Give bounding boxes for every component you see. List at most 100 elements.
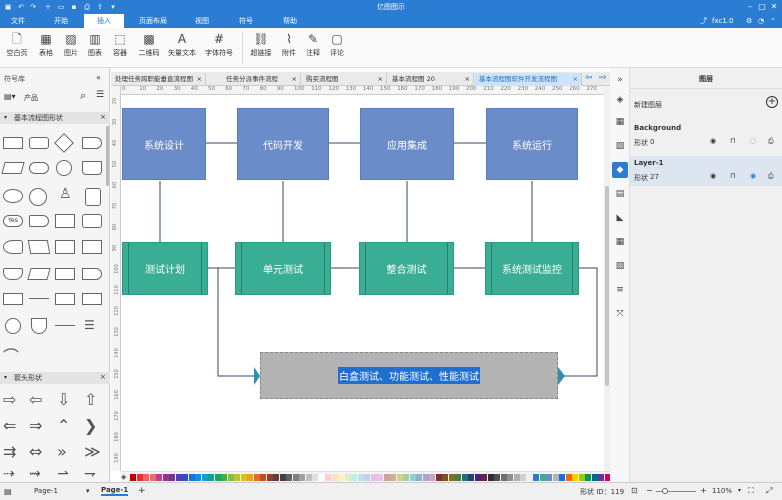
chart-icon[interactable]: ◣ xyxy=(616,213,624,223)
zoom-slider[interactable] xyxy=(656,491,696,492)
node-test-plan[interactable]: 测试计划 xyxy=(122,242,208,295)
color-swatch[interactable] xyxy=(312,474,318,481)
or-shape[interactable] xyxy=(5,318,21,334)
node-system-design[interactable]: 系统设计 xyxy=(122,108,206,180)
arrow-shape-4[interactable]: ⇁ xyxy=(84,466,96,482)
drawing-canvas[interactable]: 系统设计 代码开发 应用集成 系统运行 测试计划 单元测试 整合测试 系统测试监… xyxy=(121,95,600,471)
ellipse-shape[interactable] xyxy=(3,189,23,203)
color-swatch[interactable] xyxy=(585,474,591,481)
close-tab-icon[interactable]: × xyxy=(196,75,202,83)
tab-doc-1[interactable]: 处理任务跨职能垂直流程图× xyxy=(111,73,206,86)
drum-shape[interactable] xyxy=(3,240,23,254)
new-file-icon[interactable]: ＋ xyxy=(44,3,52,11)
rounded-process-shape[interactable] xyxy=(29,137,49,149)
maximize-icon[interactable]: □ xyxy=(758,2,766,11)
table-button[interactable]: ▦表格 xyxy=(34,30,58,66)
node-code-development[interactable]: 代码开发 xyxy=(237,108,329,180)
color-swatch[interactable] xyxy=(565,474,572,481)
scrollbar-thumb[interactable] xyxy=(605,186,609,386)
tape-shape[interactable] xyxy=(3,268,23,280)
color-swatch[interactable] xyxy=(156,474,162,481)
print-icon[interactable]: ⎙ xyxy=(768,137,774,145)
connector-shape[interactable] xyxy=(56,160,72,176)
color-swatch[interactable] xyxy=(227,474,234,481)
library-menu-icon[interactable]: ☰ xyxy=(96,90,105,100)
color-swatch[interactable] xyxy=(247,474,253,481)
page-list-icon[interactable]: ▤ xyxy=(4,487,12,496)
color-swatch[interactable] xyxy=(539,474,546,481)
color-swatch[interactable] xyxy=(455,474,461,481)
image-icon[interactable]: ▨ xyxy=(615,141,625,151)
color-swatch[interactable] xyxy=(286,474,292,481)
color-swatch[interactable] xyxy=(331,474,338,481)
blank-page-button[interactable]: 🗋空白页 xyxy=(4,30,30,66)
color-swatch[interactable] xyxy=(201,474,208,481)
color-swatch[interactable] xyxy=(344,474,351,481)
expand-panel-icon[interactable]: » xyxy=(617,75,623,85)
annotation-shape[interactable]: ☰ xyxy=(84,318,95,332)
qrcode-button[interactable]: ▩二维码 xyxy=(136,30,162,66)
double-arrow-shape[interactable]: ⇔ xyxy=(29,442,43,461)
stored-data-shape[interactable] xyxy=(29,215,49,227)
layers-icon[interactable]: ◆ xyxy=(612,162,628,178)
layer-row-background[interactable]: Background 形状 0 ◉ ⊓ ○ ⎙ xyxy=(630,122,782,152)
color-swatch[interactable] xyxy=(559,474,565,481)
color-swatch[interactable] xyxy=(357,474,364,481)
expand-icon[interactable]: ⤢ xyxy=(766,486,773,495)
table-icon[interactable]: ▦ xyxy=(615,237,625,247)
color-swatch[interactable] xyxy=(338,474,344,481)
curved-arrow-shape[interactable]: ⇐ xyxy=(3,416,17,435)
color-swatch[interactable] xyxy=(364,474,370,481)
add-page-button[interactable]: + xyxy=(138,486,146,496)
zoom-level[interactable]: 110% xyxy=(712,487,733,495)
page-select[interactable]: Page-1 xyxy=(34,487,58,495)
color-swatch[interactable] xyxy=(487,474,494,481)
data-icon[interactable]: ▧ xyxy=(615,261,625,271)
node-system-test-monitoring[interactable]: 系统测试监控 xyxy=(485,242,579,295)
color-swatch[interactable] xyxy=(416,474,422,481)
menu-home[interactable]: 开始 xyxy=(54,17,68,25)
color-swatch[interactable] xyxy=(266,474,273,481)
eye-icon[interactable]: ◉ xyxy=(710,172,717,180)
chart-button[interactable]: ▥图表 xyxy=(84,30,106,66)
block-arrow-shape[interactable]: ⇒ xyxy=(29,416,43,435)
terminator-shape[interactable] xyxy=(29,162,49,174)
data-shape[interactable] xyxy=(1,162,25,174)
yes-shape[interactable]: Yes xyxy=(3,215,23,227)
color-swatch[interactable] xyxy=(325,474,331,481)
color-swatch[interactable] xyxy=(273,474,279,481)
arrow-up-shape[interactable]: ⇧ xyxy=(84,390,98,409)
node-unit-test[interactable]: 单元测试 xyxy=(235,242,331,295)
color-swatch[interactable] xyxy=(591,474,598,481)
color-swatch[interactable] xyxy=(474,474,481,481)
arrow-shape[interactable]: ⇢ xyxy=(3,466,15,482)
line-shape[interactable] xyxy=(55,325,75,326)
minimize-icon[interactable]: – xyxy=(748,2,752,11)
color-swatch[interactable] xyxy=(422,474,429,481)
layer-row-layer-1[interactable]: Layer-1 形状 27 ◉ ⊓ ◉ ⎙ xyxy=(630,156,782,186)
double-chevron-shape[interactable]: ≫ xyxy=(84,442,101,461)
color-swatch[interactable] xyxy=(149,474,156,481)
color-swatch[interactable] xyxy=(572,474,578,481)
color-swatch[interactable] xyxy=(448,474,455,481)
zoom-in-icon[interactable]: + xyxy=(700,486,707,495)
document-shape[interactable] xyxy=(82,161,102,175)
pentagon-arrow-shape[interactable]: ⇉ xyxy=(3,442,17,461)
color-swatch[interactable] xyxy=(240,474,247,481)
color-swatch[interactable] xyxy=(526,474,533,481)
settings-icon[interactable]: ⚙ xyxy=(746,17,753,25)
hexagon-shape[interactable] xyxy=(3,293,23,305)
share-icon[interactable]: ⤴ xyxy=(700,17,707,25)
undo-icon[interactable]: ↶ xyxy=(18,3,24,11)
color-swatch[interactable] xyxy=(468,474,474,481)
close-tab-icon[interactable]: × xyxy=(464,75,470,83)
page-tab-active[interactable]: Page-1 xyxy=(101,486,129,496)
eye-icon[interactable]: ◉ xyxy=(710,137,717,145)
arrow-left-shape[interactable]: ⇦ xyxy=(29,390,43,409)
close-tab-icon[interactable]: × xyxy=(377,75,383,83)
arrow-shape-3[interactable]: ⇀ xyxy=(57,466,69,482)
off-page-connector-shape[interactable] xyxy=(31,318,47,334)
font-symbol-button[interactable]: #字体符号 xyxy=(202,30,236,66)
zoom-out-icon[interactable]: − xyxy=(646,486,653,495)
chevron-arrow-shape[interactable]: ⌃ xyxy=(57,416,71,435)
